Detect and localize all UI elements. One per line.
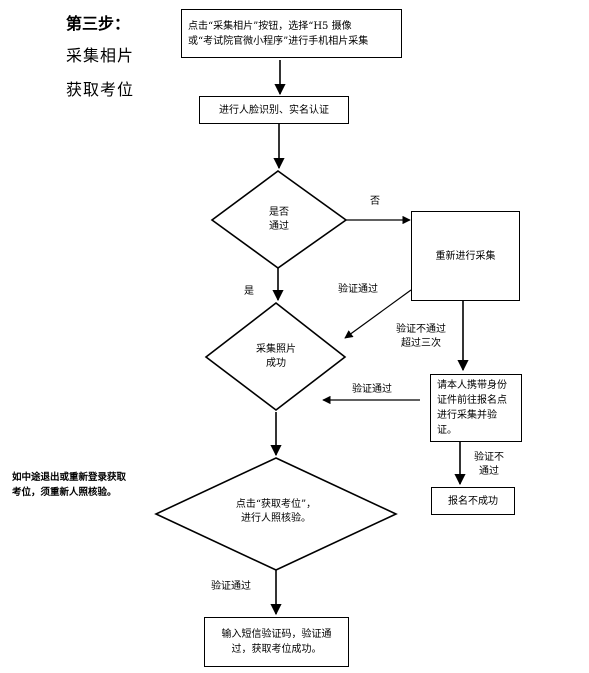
decision2-diamond [204,301,347,412]
decision3-text: 点击“获取考位”， 进行人照核验。 [235,499,317,524]
sms-success-box: 输入短信验证码，验证通 过，获取考位成功。 [204,617,349,667]
label-no: 否 [370,196,380,207]
start-box: 点击“采集相片”按钮，选择“H5 摄像 或“考试院官微小程序”进行手机相片采集 [181,9,402,58]
decision2-text: 采集照片 成功 [256,344,296,369]
step-heading: 第三步： [66,14,131,33]
sidebar-title-get-seat: 获取考位 [66,80,135,99]
label-pass-retake: 验证通过 [338,284,378,295]
label-yes: 是 [244,286,254,297]
label-not-pass: 验证不 通过 [474,452,504,477]
label-fail-three-times: 验证不通过 超过三次 [396,324,446,349]
re-login-note: 如中途退出或重新登录获取 考位，须重新人照核验。 [12,472,127,498]
face-verification-box: 进行人脸识别、实名认证 [199,96,349,124]
decision1-diamond [210,170,348,269]
arrow-retake-to-decision2 [344,289,412,339]
bring-id-box: 请本人携带身份 证件前往报名点 进行采集并验 证。 [430,374,522,442]
sidebar-title-collect-photo: 采集相片 [66,46,135,65]
decision1-text: 是否 通过 [269,207,289,232]
registration-failed-box: 报名不成功 [431,487,515,515]
label-pass-decision3: 验证通过 [211,581,251,592]
label-pass-bring-id: 验证通过 [352,384,392,395]
retake-box: 重新进行采集 [411,211,520,301]
decision3-diamond [154,457,398,571]
